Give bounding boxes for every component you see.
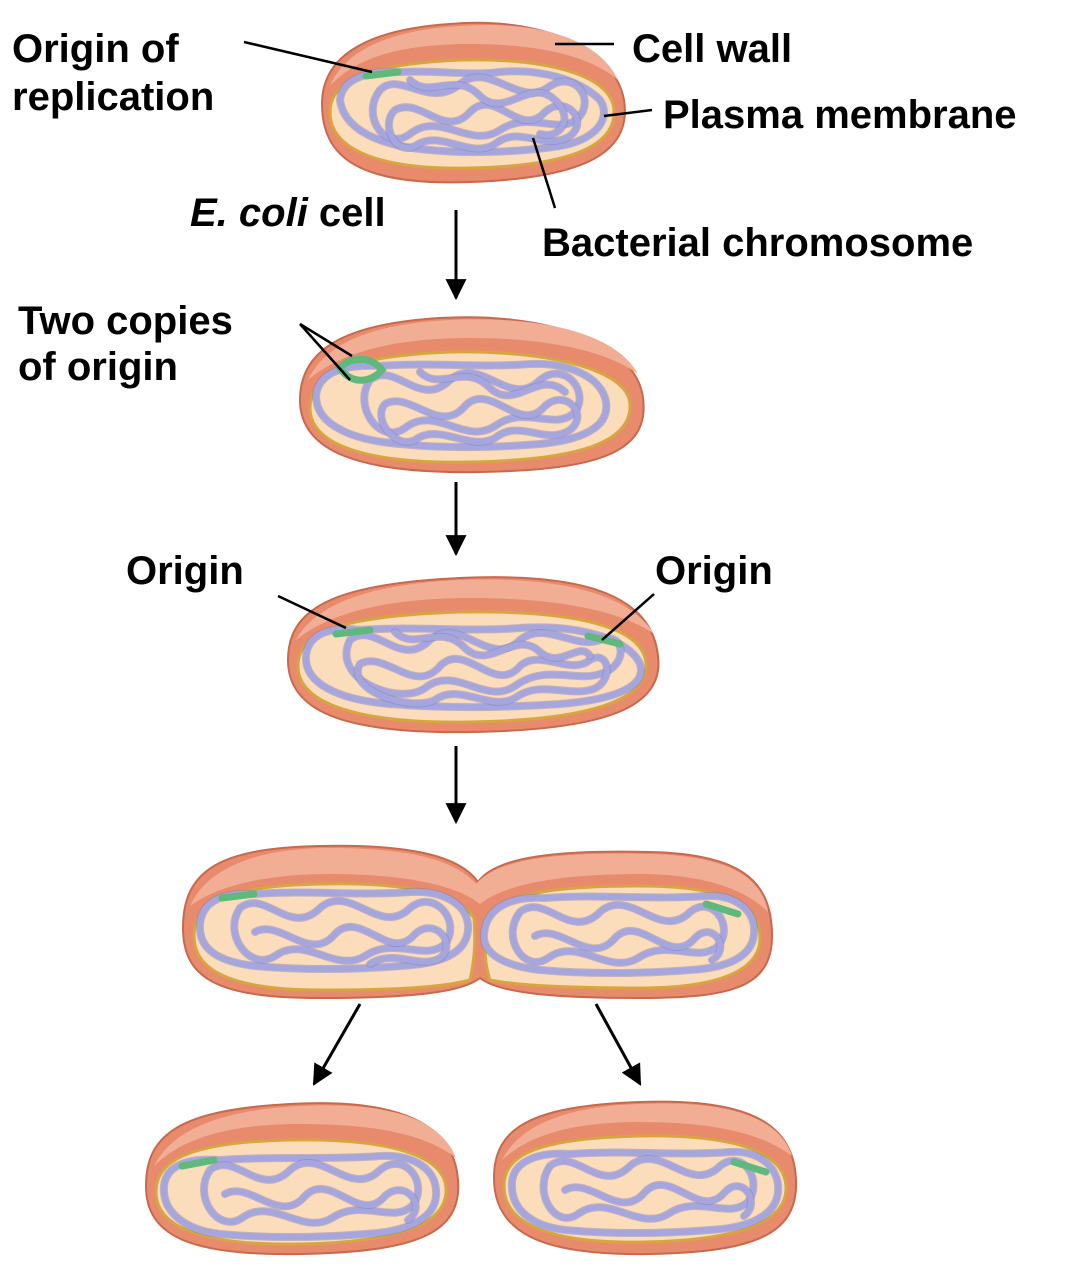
leader-plasma-membrane (603, 108, 653, 118)
cell-dividing (181, 844, 774, 1000)
origin-marker (730, 1158, 770, 1176)
label-origin-right: Origin (655, 549, 773, 593)
label-origin-left: Origin (126, 549, 244, 593)
leader-lines (243, 40, 655, 641)
cell-elongated (286, 576, 660, 734)
label-ecoli-suffix: cell (308, 191, 386, 235)
bacterial-chromosome-right (479, 891, 759, 977)
label-ecoli-italic: E. coli (190, 191, 309, 235)
label-origin-of-replication-2: replication (12, 75, 214, 119)
leader-origin-of-replication (243, 40, 373, 74)
bacterial-chromosome (159, 1151, 441, 1241)
leader-origin-left (277, 594, 347, 630)
bacterial-chromosome-left (195, 887, 473, 973)
cell-wall-top (296, 579, 654, 640)
label-bacterial-chromosome: Bacterial chromosome (542, 221, 973, 265)
origin-marker-right (702, 900, 742, 918)
arrow-step-4-right (594, 1003, 642, 1086)
label-two-copies-2: of origin (18, 345, 178, 389)
daughter-cell-left (144, 1102, 460, 1256)
arrow-step-4-left (312, 1003, 362, 1086)
leader-bacterial-chromosome (531, 137, 557, 209)
leader-two-copies-a (299, 322, 353, 358)
cell-wall-top (502, 1103, 792, 1160)
bacterial-chromosome (301, 623, 646, 711)
label-ecoli-cell: E. coli cell (190, 191, 386, 235)
cell-wall-top (308, 319, 638, 380)
cell-wall-top (330, 24, 618, 86)
leader-two-copies-b (299, 323, 351, 381)
origin-marker-left (218, 890, 258, 902)
label-plasma-membrane: Plasma membrane (663, 93, 1017, 137)
cell-wall-top (190, 848, 768, 912)
leader-origin-right (601, 593, 655, 641)
origin-marker (362, 68, 402, 80)
label-origin-of-replication-1: Origin of (12, 27, 179, 71)
origin-marker (178, 1156, 218, 1170)
origin-marker-right (584, 632, 624, 648)
cell-replicating (298, 316, 645, 474)
progression-arrows (312, 210, 642, 1086)
label-two-copies-1: Two copies (18, 299, 233, 343)
cell-wall-top (154, 1105, 456, 1166)
daughter-cell-right (492, 1100, 798, 1256)
origin-bubble (335, 355, 387, 384)
origin-marker-left (332, 626, 374, 638)
bacterial-chromosome (507, 1147, 783, 1237)
label-cell-wall: Cell wall (632, 27, 792, 71)
ecoli-cell (320, 21, 626, 184)
